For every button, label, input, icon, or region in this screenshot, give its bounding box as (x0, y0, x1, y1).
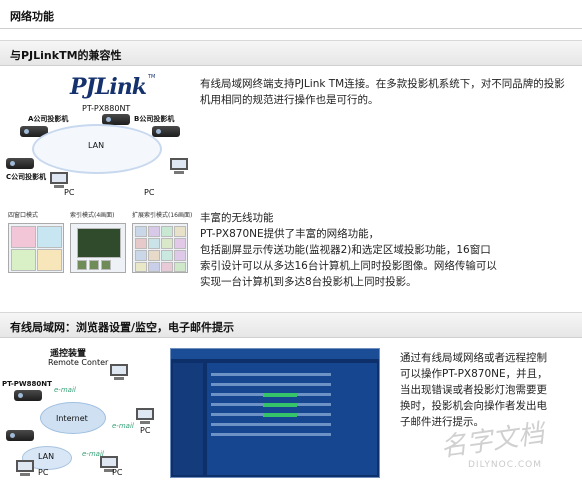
text-line: 实现一台计算机到多达8台投影机上同时投影。 (200, 276, 417, 288)
section-header-wired-lan: 有线局域网：浏览器设置/监空，电子邮件提示 (0, 312, 582, 338)
projector-icon (152, 126, 180, 137)
pc-label: PC (144, 188, 155, 197)
pc-label: PC (112, 468, 123, 477)
screenshot-panel (207, 363, 377, 475)
mode-preview (132, 223, 188, 273)
pc-label: PC (64, 188, 75, 197)
section-title: 有线局域网：浏览器设置/监空，电子邮件提示 (10, 321, 235, 334)
lan-label: LAN (88, 141, 105, 150)
text-line: 当出现错误或者投影灯泡需要更 (400, 384, 547, 396)
lan-label: LAN (38, 452, 55, 461)
computer-icon (100, 456, 118, 472)
section-title: 与PJLinkTM的兼容性 (10, 49, 122, 62)
pc-label: PC (140, 426, 151, 435)
text-line: 包括副屏显示传送功能(监视器2)和选定区域投影功能，16窗口 (200, 244, 491, 256)
email-label: e-mail (112, 422, 134, 430)
section-header-pjlink: 与PJLinkTM的兼容性 (0, 40, 582, 66)
text-line: 换时，投影机会向操作者发出电 (400, 400, 547, 412)
company-b-label: B公司投影机 (134, 115, 175, 123)
text-line: 丰富的无线功能 (200, 212, 274, 224)
text-line: 索引设计可以从多达16台计算机上同时投影图像。网络传输可以 (200, 260, 497, 272)
remote-label: 遥控装置 (50, 349, 87, 359)
remote-sub-label: Remote Conter (48, 358, 109, 367)
multi-window-modes: 四窗口模式 索引模式(4画面) 扩展索引模式(16画面) (4, 210, 194, 290)
computer-icon (110, 364, 128, 380)
text-line: PT-PX870NE提供了丰富的网络功能， (200, 228, 380, 240)
mode-four-window: 四窗口模式 (8, 210, 64, 273)
mode-index-4: 索引模式(4画面) (70, 210, 126, 273)
pc-label: PC (38, 468, 49, 477)
trademark-mark: TM (148, 74, 156, 80)
text-line: 通过有线局域网络或者远程控制 (400, 352, 547, 364)
pjlink-diagram: PJLink TM PT-PX880NT A公司投影机 B公司投影机 LAN C… (2, 72, 192, 200)
mode-label: 四窗口模式 (8, 212, 39, 219)
internet-cloud (40, 402, 106, 434)
mode-label: 索引模式(4画面) (70, 212, 115, 219)
network-features-text: 丰富的无线功能 PT-PX870NE提供了丰富的网络功能， 包括副屏显示传送功能… (200, 210, 576, 290)
company-c-label: C公司投影机 (6, 173, 47, 181)
watermark-sub: DILYNOC.COM (468, 460, 542, 470)
projector-icon (6, 158, 34, 169)
internet-label: Internet (56, 414, 88, 423)
model-label: PT-PW880NT (2, 380, 52, 388)
projector-icon (6, 430, 34, 441)
computer-icon (50, 172, 68, 188)
email-notification-text: 通过有线局域网络或者远程控制 可以操作PT-PX870NE，并且， 当出现错误或… (400, 350, 576, 430)
computer-icon (16, 460, 34, 476)
projector-icon (14, 390, 42, 401)
projector-icon (102, 114, 130, 125)
browser-control-screenshot (170, 348, 380, 478)
model-label: PT-PX880NT (82, 104, 131, 113)
company-a-label: A公司投影机 (28, 115, 69, 123)
divider (0, 28, 582, 29)
projector-icon (20, 126, 48, 137)
screenshot-sidebar (173, 363, 203, 475)
mode-index-16: 扩展索引模式(16画面) (132, 210, 193, 273)
mode-preview (8, 223, 64, 273)
pjlink-description: 有线局域网终端支持PJLink TM连接。在多款投影机系统下，对不同品牌的投影机… (200, 78, 565, 106)
screenshot-header (171, 349, 379, 359)
page-title: 网络功能 (10, 10, 54, 23)
computer-icon (170, 158, 188, 174)
email-label: e-mail (54, 386, 76, 394)
text-line: 子邮件进行提示。 (400, 416, 484, 428)
lan-network (32, 124, 162, 174)
remote-control-diagram: 遥控装置 Remote Conter PT-PW880NT e-mail Int… (0, 346, 164, 478)
email-label: e-mail (82, 450, 104, 458)
mode-label: 扩展索引模式(16画面) (132, 212, 193, 219)
pjlink-logo: PJLink (70, 74, 147, 100)
text-line: 可以操作PT-PX870NE，并且， (400, 368, 548, 380)
computer-icon (136, 408, 154, 424)
mode-preview (70, 223, 126, 273)
